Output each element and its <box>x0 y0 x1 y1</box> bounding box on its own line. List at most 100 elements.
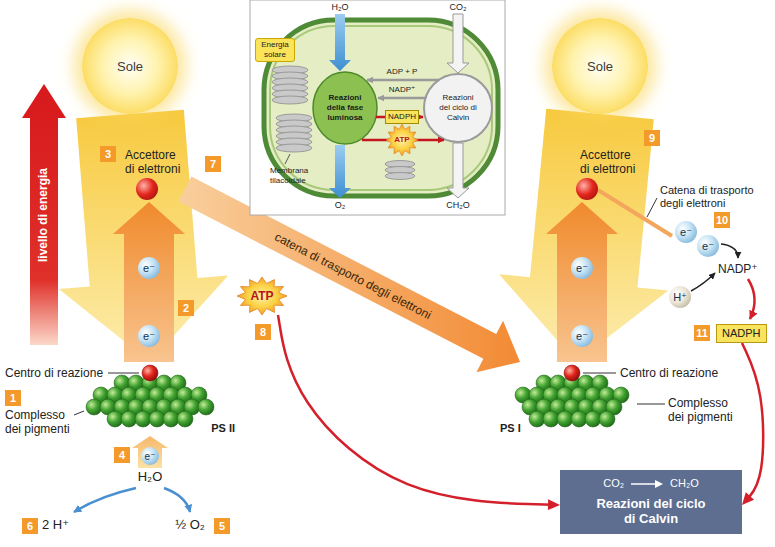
photosystem-label: PS II <box>211 422 235 434</box>
callout-number: 11 <box>694 325 710 341</box>
part-label: ½ O₂ <box>175 518 205 533</box>
electron-arrow <box>546 202 618 362</box>
leader-line <box>583 373 616 374</box>
part-label: ADP + P <box>387 67 418 77</box>
edge-label: catena di trasporto degli elettroni <box>272 229 433 321</box>
acceptor-sphere <box>576 178 598 200</box>
part-label: NADP⁺ <box>718 262 758 276</box>
nadp-to-nadph-arrow <box>748 279 755 319</box>
pigment-sphere <box>177 411 193 427</box>
leader-line <box>285 154 290 164</box>
electron-acceptor: Accettore di elettroni <box>573 146 640 202</box>
part-label: O₂ <box>335 200 346 211</box>
electron-arrow-shape <box>113 202 185 362</box>
callout-number: 2 <box>178 300 194 316</box>
part-label: CH₂O <box>446 200 470 211</box>
electron-label: e⁻ <box>576 331 588 342</box>
leader-line <box>637 404 665 405</box>
leader-line <box>74 411 84 415</box>
electron: e⁻ <box>141 447 159 465</box>
part-label: Centro di reazione <box>620 366 718 380</box>
nadph-label: NADPH <box>722 327 761 340</box>
reaction-center <box>142 365 158 381</box>
water-electron-arrow <box>132 436 168 468</box>
callout-number: 4 <box>114 447 130 463</box>
electron: e⁻ <box>138 257 160 279</box>
pigment-sphere <box>599 411 615 427</box>
formula-label: CO₂ <box>603 477 624 490</box>
electron-label: e⁻ <box>145 451 156 462</box>
atp-burst: ATP <box>237 277 287 315</box>
electron: e⁻ <box>675 221 697 243</box>
pigment-sphere <box>543 411 559 427</box>
light-arrow-shape <box>499 109 668 362</box>
transport-chain-line <box>598 190 672 236</box>
pigment-sphere <box>557 411 573 427</box>
callout-number: 8 <box>255 324 271 340</box>
callout-number: 3 <box>100 146 116 162</box>
electron-label: e⁻ <box>143 263 155 274</box>
atp-burst <box>386 124 418 156</box>
axis-label: livello di energia <box>37 168 51 262</box>
callout-number: 10 <box>714 212 730 228</box>
light-reactions-ellipse <box>313 72 377 144</box>
light-arrow <box>499 109 668 362</box>
pigment-sphere <box>149 411 165 427</box>
part-label: Membrana tilacoidale <box>270 166 318 186</box>
acceptor-label: Accettore di elettroni <box>118 148 183 176</box>
acceptor-label: Accettore di elettroni <box>573 148 638 176</box>
sun-circle: Sole <box>82 18 178 114</box>
part-label: Complesso dei pigmenti <box>5 408 77 436</box>
oxygen-out-arrow <box>329 145 351 198</box>
oxygen-arrow <box>164 488 190 512</box>
pigment-sphere <box>107 411 123 427</box>
inset-arrow <box>367 79 439 82</box>
light-arrow <box>59 110 228 362</box>
sun-label: Sole <box>587 59 613 74</box>
photosystem-cluster: PS II <box>80 362 235 434</box>
reaction-row: CO₂ CH₂O <box>568 477 734 490</box>
inset-arrow <box>378 97 425 100</box>
electron-arrow-shape <box>546 202 618 362</box>
calvin-cycle-circle <box>424 74 492 142</box>
pigment-sphere <box>571 411 587 427</box>
calvin-cycle-label: Reazioni del ciclo di Calvin <box>595 496 707 526</box>
callout-number: 9 <box>644 130 660 146</box>
chloroplast-inset <box>250 0 505 215</box>
part-label: Reazioni del ciclo di Calvin <box>436 93 480 123</box>
product-arrow <box>278 315 560 510</box>
reaction-arrow <box>630 479 664 489</box>
proton: H⁺ <box>669 286 691 308</box>
leader-line <box>108 373 139 374</box>
electron-acceptor: Accettore di elettroni <box>118 146 185 202</box>
electron-label: e⁻ <box>143 331 155 342</box>
product-arrow-line <box>278 315 553 505</box>
formula-label: CH₂O <box>670 477 699 490</box>
atp-label: ATP <box>250 289 273 303</box>
electron-label: e⁻ <box>576 263 588 274</box>
pigment-sphere <box>86 399 102 415</box>
energy-level-arrow <box>22 84 66 345</box>
pigment-sphere <box>585 411 601 427</box>
part-label: Complesso dei pigmenti <box>668 396 744 424</box>
part-label: H₂O <box>138 470 163 485</box>
part-label: ATP <box>394 135 409 145</box>
nadph-box: NADPH <box>716 324 767 343</box>
part-label: CO₂ <box>450 2 467 13</box>
proton-label: H⁺ <box>673 292 687 303</box>
leader-line <box>647 198 657 217</box>
pigment-sphere <box>163 411 179 427</box>
electron-arrow <box>113 202 185 362</box>
pigment-sphere <box>121 411 137 427</box>
pigment-sphere <box>529 411 545 427</box>
callout-number: 7 <box>205 156 221 172</box>
pigment-sphere <box>135 411 151 427</box>
part-label: 2 H⁺ <box>42 518 69 533</box>
electron: e⁻ <box>571 257 593 279</box>
water-in-arrow <box>329 14 351 71</box>
electron-label: e⁻ <box>680 227 692 238</box>
electron-label: e⁻ <box>702 241 714 252</box>
part-label: H₂O <box>332 2 349 13</box>
acceptor-sphere <box>136 178 158 200</box>
sun-circle: Sole <box>552 18 648 114</box>
